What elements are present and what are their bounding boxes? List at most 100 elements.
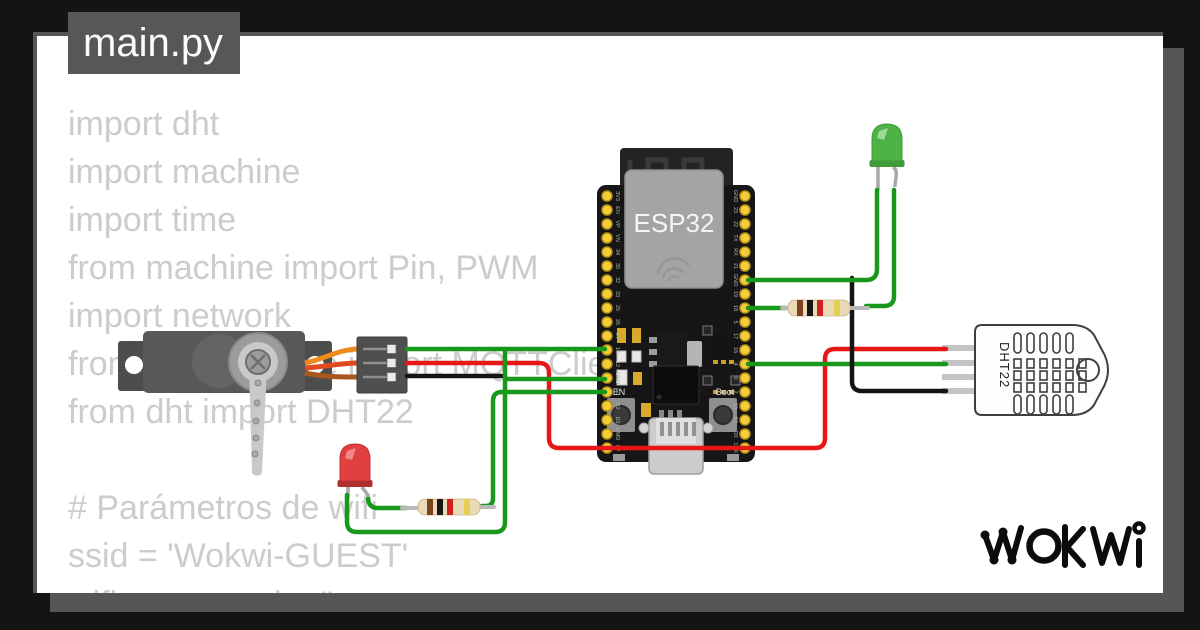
wire-red-led-cathode[interactable]: [344, 346, 508, 535]
usb-tooth: [668, 422, 672, 436]
resistor-red-led[interactable]: [417, 498, 481, 516]
code-line: import machine: [68, 153, 301, 191]
capacitor: [631, 350, 642, 363]
red-led[interactable]: [337, 443, 373, 501]
esp32-pin-RX[interactable]: [739, 246, 751, 258]
servo-arm-hole: [253, 399, 261, 407]
esp32-pin-34[interactable]: [601, 246, 613, 258]
esp32-pin-21[interactable]: [739, 260, 751, 272]
esp32-pin-label: CMD: [614, 428, 620, 441]
servo-arm-hole: [251, 450, 259, 458]
esp32-pin-33[interactable]: [601, 288, 613, 300]
wire-green-led-resistor[interactable]: [863, 187, 897, 309]
esp32-pin-EN[interactable]: [601, 204, 613, 216]
esp32-pin-label: EN: [614, 206, 620, 214]
esp32-pin-VP[interactable]: [601, 218, 613, 230]
servo-connector-contact: [386, 372, 397, 382]
esp32-pin-label: 33: [614, 291, 620, 297]
esp32-pin-label: GND: [732, 190, 738, 202]
dht22-body: [974, 324, 1110, 416]
code-line: import network: [68, 297, 291, 335]
esp32-pin-5[interactable]: [739, 316, 751, 328]
esp32-pin-35[interactable]: [601, 260, 613, 272]
esp32-pin-19[interactable]: [739, 288, 751, 300]
logo-k: [1062, 524, 1086, 568]
esp32-pin-label: GND: [614, 372, 620, 384]
esp32-pin-2[interactable]: [739, 386, 751, 398]
esp32-pin-27[interactable]: [601, 330, 613, 342]
wire-gnd-green-led[interactable]: [745, 187, 880, 283]
servo-cable-brown: [304, 370, 360, 380]
esp32-pin-label: 34: [614, 249, 620, 255]
esp32-pin-12[interactable]: [601, 358, 613, 370]
servo-motor[interactable]: [118, 331, 408, 476]
boot-label: Boot: [716, 387, 735, 397]
code-line: from machine import Pin, PWM: [68, 249, 539, 287]
band-gold: [464, 499, 470, 515]
capacitor: [616, 350, 627, 363]
dht22-sensor[interactable]: DHT22: [942, 324, 1110, 416]
esp32-pin-TX[interactable]: [739, 232, 751, 244]
esp32-pin-22[interactable]: [739, 218, 751, 230]
usb-tooth: [684, 422, 688, 436]
wire-gnd-dht[interactable]: [849, 275, 949, 394]
esp32-label: ESP32: [634, 208, 715, 238]
esp32-pin-15[interactable]: [739, 400, 751, 412]
resistor-green-led[interactable]: [787, 299, 851, 317]
capacitor: [632, 328, 641, 343]
esp32-pin-GND[interactable]: [739, 190, 751, 202]
esp32-pin-CMD[interactable]: [601, 428, 613, 440]
ic-pin: [729, 360, 734, 364]
esp32-pin-label: 13: [614, 389, 620, 395]
esp32-board[interactable]: ESP32: [597, 148, 755, 475]
esp32-pin-D2[interactable]: [601, 400, 613, 412]
wire-5v[interactable]: [404, 346, 949, 451]
smd-ic: [710, 334, 732, 360]
ic-pin: [721, 360, 726, 364]
esp32-pin-0[interactable]: [739, 372, 751, 384]
panel-border-top: [33, 32, 1163, 36]
esp32-pin-17[interactable]: [739, 330, 751, 342]
esp32-pin-23[interactable]: [739, 204, 751, 216]
esp32-pin-label: 26: [614, 319, 620, 325]
band-red: [817, 300, 823, 316]
wire-red-led-anode[interactable]: [365, 496, 409, 511]
smd-part: [702, 375, 713, 386]
capacitor: [617, 328, 626, 343]
chip-dot: [656, 394, 662, 400]
wokwi-logo: WOKWI: [980, 521, 1146, 568]
band-brown: [427, 499, 433, 515]
esp32-pin-label: 5: [732, 320, 738, 323]
en-button[interactable]: [611, 405, 631, 425]
esp32-left-pin-header[interactable]: 3V3ENVPVN343532332526271412GND13D2D3CMD5…: [601, 190, 620, 454]
esp32-pin-D3[interactable]: [601, 414, 613, 426]
logo-o: [1026, 528, 1062, 564]
servo-connector: [356, 336, 408, 394]
esp32-pin-16[interactable]: [739, 344, 751, 356]
esp32-pin-label: 18: [732, 305, 738, 311]
usb-pin: [668, 410, 673, 422]
esp32-pin-25[interactable]: [601, 302, 613, 314]
regulator-tab: [687, 341, 702, 367]
esp32-pin-D0[interactable]: [739, 428, 751, 440]
green-led[interactable]: [869, 123, 905, 190]
code-line: from dht import DHT22: [68, 393, 414, 431]
esp32-pin-D1[interactable]: [739, 414, 751, 426]
led-highlight: [345, 448, 356, 460]
servo-arm-hole: [252, 434, 260, 442]
esp32-pin-32[interactable]: [601, 274, 613, 286]
pcb-pad: [613, 454, 625, 461]
pcb-pad: [727, 454, 739, 461]
esp32-pin-VN[interactable]: [601, 232, 613, 244]
boot-button[interactable]: [713, 405, 733, 425]
file-tab[interactable]: main.py: [68, 12, 240, 74]
logo-nodes: [980, 527, 1017, 565]
esp32-pin-label: 27: [614, 333, 620, 339]
wires: [344, 187, 949, 535]
esp32-pin-label: RX: [732, 248, 738, 256]
servo-arm-hole: [252, 417, 260, 425]
esp32-pin-26[interactable]: [601, 316, 613, 328]
esp32-pin-3V3[interactable]: [601, 190, 613, 202]
ic-pin: [729, 390, 734, 394]
